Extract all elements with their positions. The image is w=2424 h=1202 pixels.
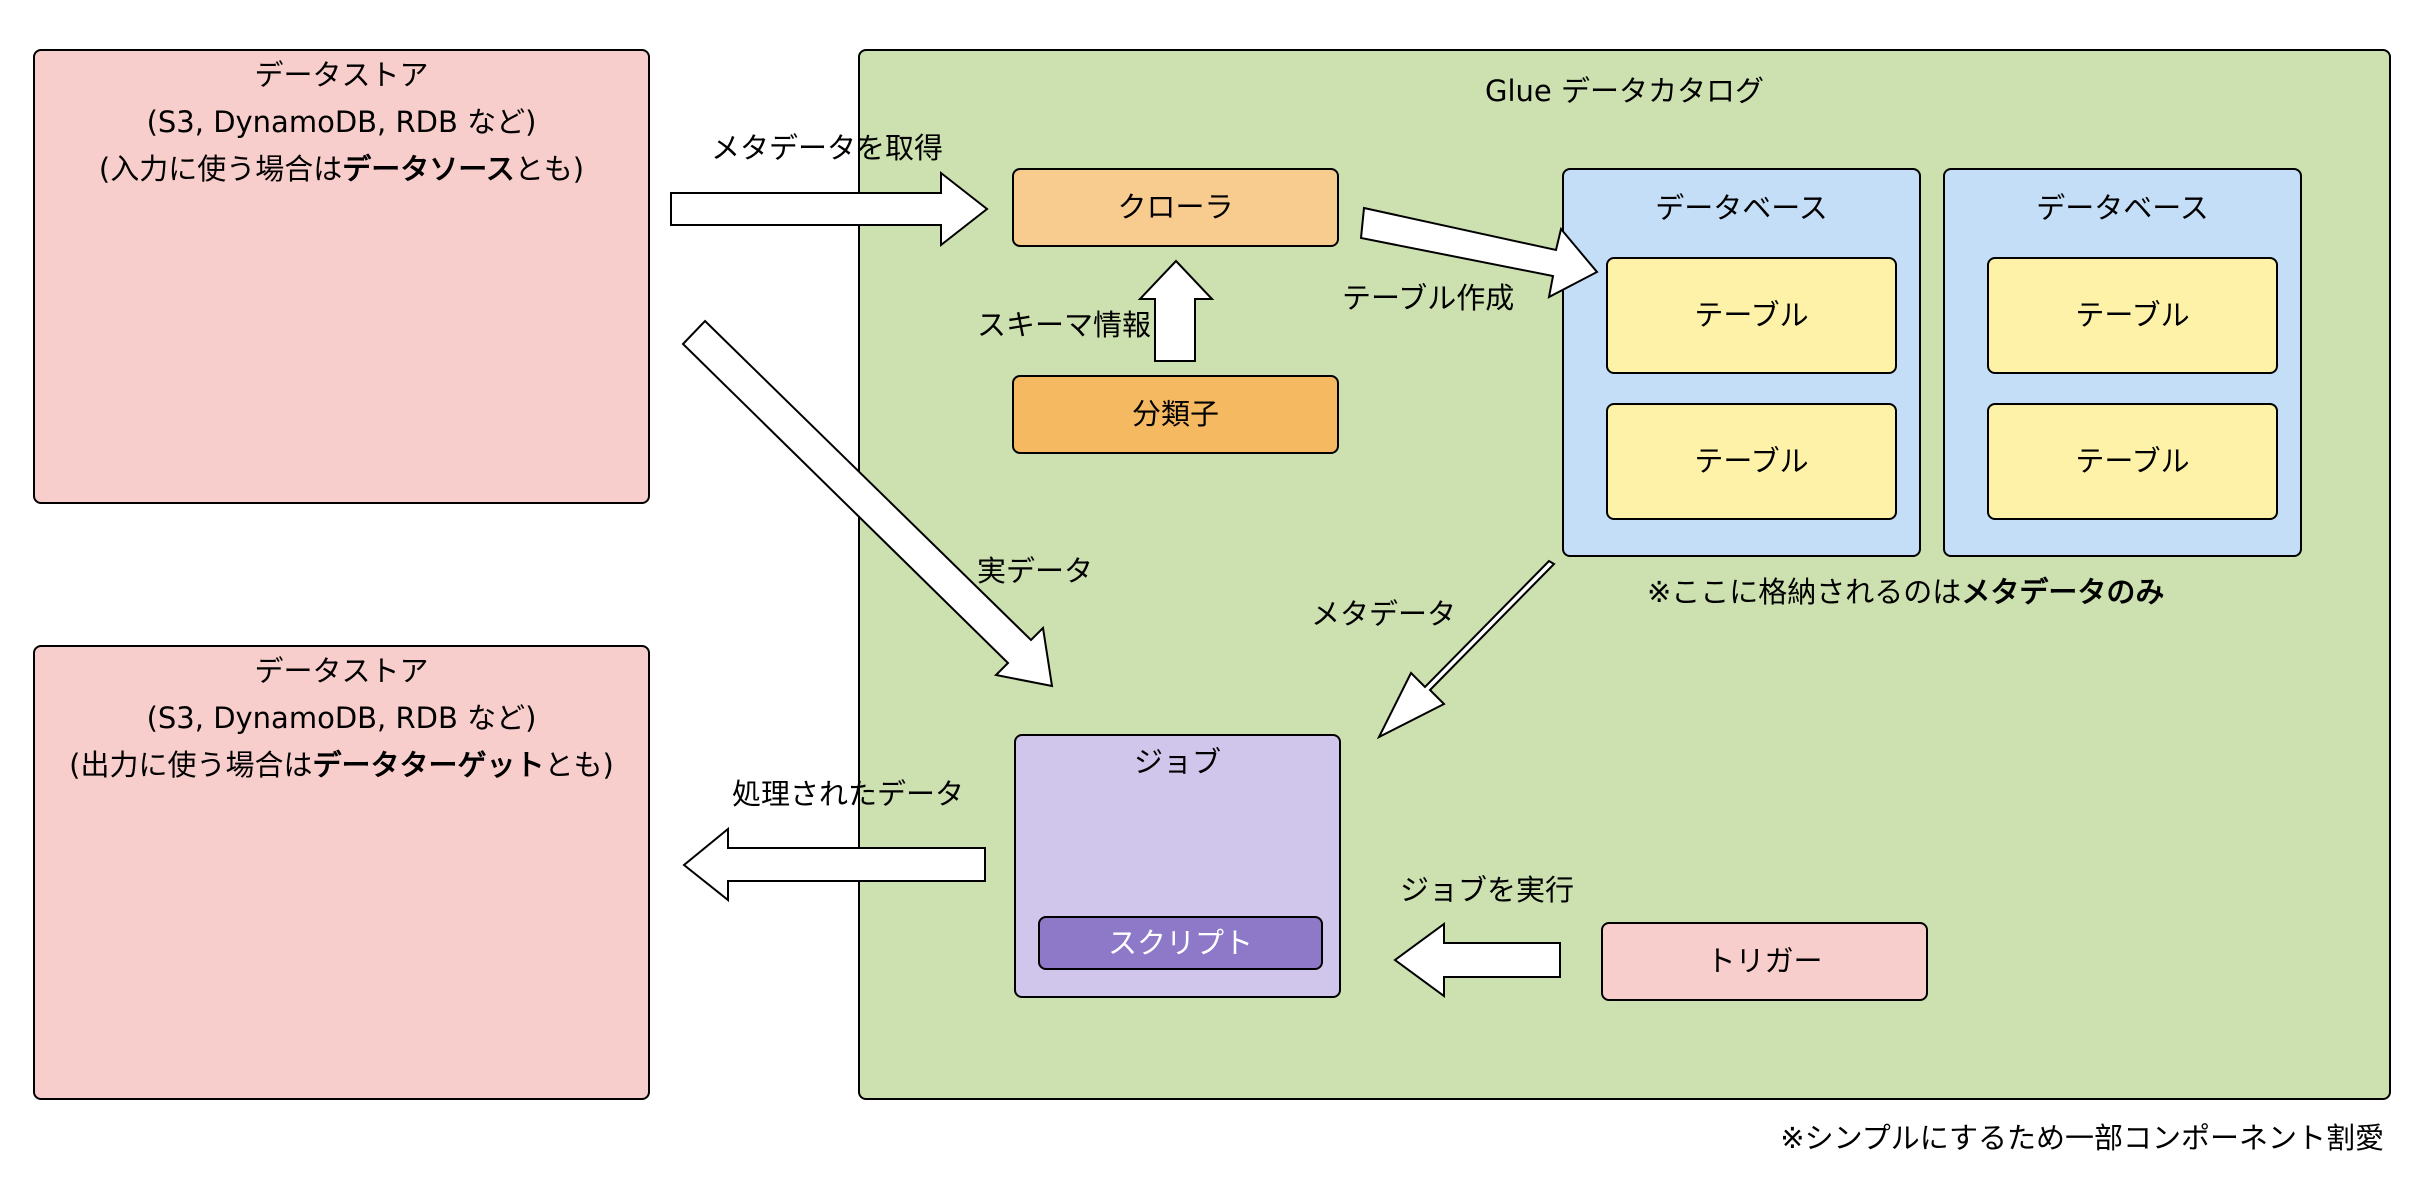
classifier-label: 分類子	[1131, 397, 1219, 432]
source-datastore-note: (入力に使う場合はデータソースとも)	[35, 151, 648, 187]
job-label: ジョブ	[1133, 745, 1221, 779]
trigger-label: トリガー	[1706, 944, 1823, 979]
edge-label-get-metadata: メタデータを取得	[711, 131, 944, 165]
edge-label-metadata: メタデータ	[1311, 597, 1457, 631]
glue-data-catalog-title: Glue データカタログ	[1485, 74, 1764, 108]
source-note-prefix: (入力に使う場合は	[98, 152, 343, 186]
source-datastore-subtitle: (S3, DynamoDB, RDB など)	[146, 105, 537, 139]
crawler-label: クローラ	[1117, 190, 1234, 225]
table-node-2-1: テーブル	[1987, 257, 2278, 374]
metadata-only-note: ※ここに格納されるのはメタデータのみ	[1647, 574, 2164, 610]
edge-label-run-job: ジョブを実行	[1400, 873, 1575, 907]
target-note-suffix: とも)	[544, 748, 614, 782]
table-label: テーブル	[2075, 298, 2190, 333]
database-label-2: データベース	[2036, 191, 2209, 225]
edge-label-actual-data: 実データ	[977, 554, 1094, 588]
target-note-prefix: (出力に使う場合は	[69, 748, 313, 782]
database-label-1: データベース	[1655, 191, 1828, 225]
arrow-run-job	[1393, 922, 1561, 998]
classifier-node: 分類子	[1012, 375, 1339, 454]
source-note-bold: データソース	[342, 152, 515, 186]
arrow-create-table	[1359, 206, 1599, 299]
metadata-note-prefix: ※ここに格納されるのは	[1647, 575, 1962, 609]
source-datastore-title: データストア	[254, 58, 429, 92]
arrow-schema-info	[1137, 259, 1215, 362]
target-datastore-title: データストア	[254, 654, 429, 688]
arrow-actual-data	[681, 319, 1054, 688]
table-label: テーブル	[2075, 444, 2190, 479]
edge-label-schema-info: スキーマ情報	[977, 308, 1152, 342]
target-datastore-note: (出力に使う場合はデータターゲットとも)	[35, 747, 648, 783]
target-datastore-box: データストア (S3, DynamoDB, RDB など) (出力に使う場合はデ…	[33, 645, 650, 1100]
source-datastore-box: データストア (S3, DynamoDB, RDB など) (入力に使う場合はデ…	[33, 49, 650, 504]
arrow-get-metadata	[670, 170, 989, 248]
target-datastore-subtitle: (S3, DynamoDB, RDB など)	[146, 701, 537, 735]
crawler-node: クローラ	[1012, 168, 1339, 247]
arrow-metadata	[1376, 559, 1556, 740]
table-node-1-2: テーブル	[1606, 403, 1897, 520]
job-node: ジョブ スクリプト	[1014, 734, 1341, 998]
table-label: テーブル	[1694, 444, 1809, 479]
script-label: スクリプト	[1107, 925, 1253, 960]
trigger-node: トリガー	[1601, 922, 1928, 1001]
table-node-1-1: テーブル	[1606, 257, 1897, 374]
metadata-note-bold: メタデータのみ	[1961, 575, 2165, 609]
arrow-processed-data	[682, 826, 986, 903]
target-note-bold: データターゲット	[312, 748, 545, 782]
script-node: スクリプト	[1038, 916, 1323, 970]
table-node-2-2: テーブル	[1987, 403, 2278, 520]
database-node-1: データベース テーブル テーブル	[1562, 168, 1921, 557]
database-node-2: データベース テーブル テーブル	[1943, 168, 2302, 557]
edge-label-create-table: テーブル作成	[1342, 281, 1515, 315]
source-note-suffix: とも)	[514, 152, 585, 186]
footnote: ※シンプルにするため一部コンポーネント割愛	[1780, 1121, 2384, 1155]
edge-label-processed-data: 処理されたデータ	[732, 777, 965, 811]
table-label: テーブル	[1694, 298, 1809, 333]
